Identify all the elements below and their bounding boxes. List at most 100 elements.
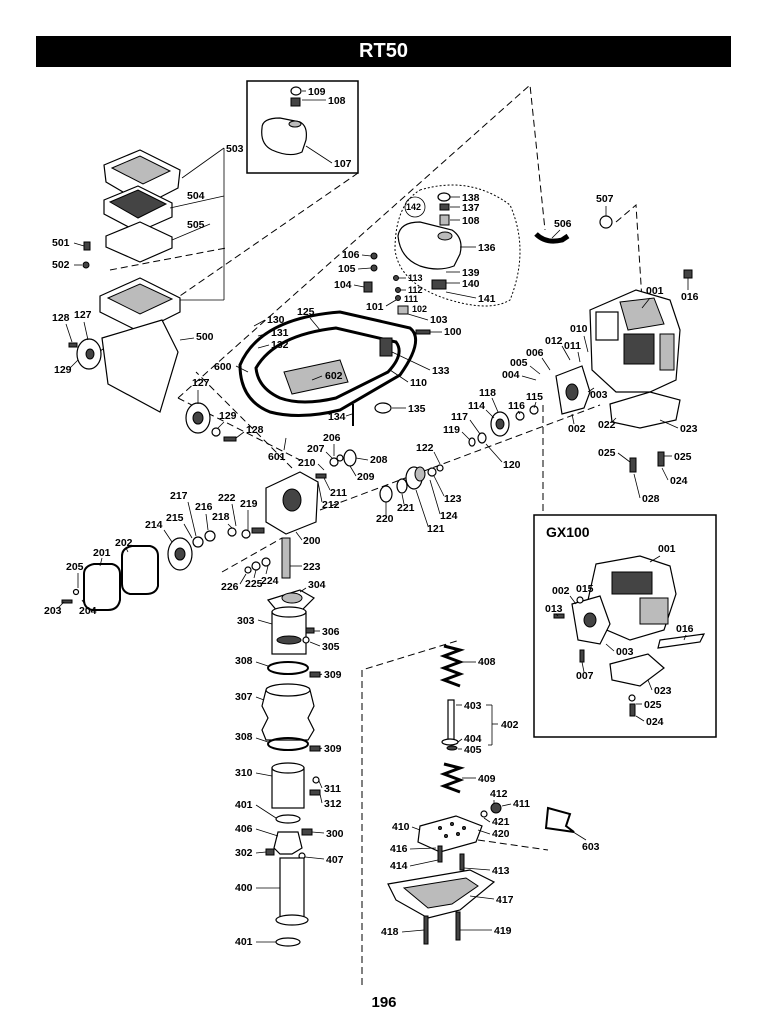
cylinder-303 (271, 606, 307, 655)
bearings-224-226 (244, 557, 271, 574)
gx100-washer-015 (576, 596, 584, 604)
callout-412: 412 (490, 788, 508, 800)
clamp-308-bottom (267, 737, 309, 751)
callout-403: 403 (464, 700, 482, 712)
callout-130: 130 (267, 314, 285, 326)
callout-401-bottom: 401 (235, 936, 253, 948)
callout-221: 221 (397, 502, 415, 514)
bolts-203-205 (61, 588, 80, 604)
callout-204: 204 (79, 605, 97, 617)
rod-223 (281, 537, 291, 579)
air-cleaner-cover (103, 149, 181, 206)
callout-410: 410 (392, 821, 410, 833)
gx100-guard-023 (609, 653, 665, 687)
gx100-callout-002: 002 (552, 585, 570, 597)
callout-113: 113 (408, 273, 423, 283)
bolt-128-right (223, 436, 237, 442)
callout-419: 419 (494, 925, 512, 937)
plate-410 (417, 815, 483, 853)
crank-gear-214 (167, 537, 193, 571)
clutch-housing-002 (555, 365, 591, 415)
assembly-guide-lines (89, 83, 643, 985)
nut-502 (82, 261, 90, 269)
gx100-callout-007: 007 (576, 670, 594, 682)
nuts-411-412 (480, 802, 502, 818)
gx100-inset-box (533, 514, 717, 738)
callout-110: 110 (410, 377, 427, 389)
callout-125: 125 (297, 306, 315, 318)
callout-309-top: 309 (324, 669, 342, 681)
fuel-cap-inset-box (246, 80, 359, 174)
strainer-108 (290, 97, 301, 107)
fuel-tank-136 (397, 221, 462, 270)
bolt-128-left (68, 342, 78, 348)
callout-413: 413 (492, 865, 510, 877)
callout-002: 002 (568, 423, 586, 435)
callout-207: 207 (307, 443, 325, 455)
gx100-callout-013: 013 (545, 603, 563, 615)
callout-203: 203 (44, 605, 62, 617)
callout-209: 209 (357, 471, 375, 483)
callout-222: 222 (218, 492, 236, 504)
callout-420: 420 (492, 828, 510, 840)
bearings-123-124 (427, 464, 444, 477)
callout-501: 501 (52, 237, 70, 249)
bellows-307 (261, 683, 315, 741)
guide-310 (271, 762, 305, 809)
callout-111: 111 (404, 294, 418, 304)
callout-104: 104 (334, 279, 352, 291)
callout-226: 226 (221, 581, 239, 593)
callout-218: 218 (212, 511, 230, 523)
filter-137 (439, 203, 450, 211)
callout-504: 504 (187, 190, 205, 202)
callout-011: 011 (564, 340, 581, 352)
gx100-callout-023: 023 (654, 685, 672, 697)
callout-309-bottom: 309 (324, 743, 342, 755)
callout-122: 122 (416, 442, 434, 454)
bolt-100 (415, 329, 431, 335)
cap-109 (290, 86, 302, 96)
bolt-025-right (657, 451, 665, 467)
callout-507: 507 (596, 193, 614, 205)
callout-133: 133 (432, 365, 450, 377)
callout-208: 208 (370, 454, 388, 466)
callout-312: 312 (324, 798, 342, 810)
washer-129 (211, 427, 221, 437)
callout-219: 219 (240, 498, 258, 510)
fitting-102 (397, 305, 409, 315)
callout-206: 206 (323, 432, 341, 444)
leg-tube-400 (275, 857, 309, 926)
callout-407: 407 (326, 854, 344, 866)
callout-300: 300 (326, 828, 344, 840)
callout-108b: 108 (462, 215, 480, 227)
gx100-callout-015: 015 (576, 583, 594, 595)
callout-202: 202 (115, 537, 133, 549)
callout-118: 118 (479, 387, 496, 399)
callout-127-left: 127 (74, 309, 92, 321)
cylinder-top-304 (266, 589, 315, 613)
clamp-135 (374, 402, 392, 414)
callout-010: 010 (570, 323, 588, 335)
choke-parts-104 (363, 281, 373, 293)
bolts-311-312 (309, 776, 321, 796)
callout-404: 404 (464, 733, 482, 745)
callout-100: 100 (444, 326, 462, 338)
spring-408 (439, 644, 466, 688)
gx100-housing-002 (571, 595, 611, 645)
fuel-valve-140 (431, 279, 447, 290)
callout-205: 205 (66, 561, 84, 573)
callout-406: 406 (235, 823, 253, 835)
washers-215-218 (192, 527, 265, 548)
callout-134: 134 (328, 411, 346, 423)
callout-128-right: 128 (246, 424, 264, 436)
clamp-bolt-309-bottom (309, 745, 321, 752)
callout-414: 414 (390, 860, 408, 872)
gx100-callout-016: 016 (676, 623, 694, 635)
callout-labels: 503 504 505 501 502 500 128 127 129 127 … (44, 86, 699, 948)
air-cleaner-base (99, 277, 181, 333)
callout-400: 400 (235, 882, 253, 894)
fuel-cap-138 (437, 192, 451, 202)
callout-128-left: 128 (52, 312, 70, 324)
callout-308-top: 308 (235, 655, 253, 667)
handle-frame-125 (238, 310, 418, 418)
